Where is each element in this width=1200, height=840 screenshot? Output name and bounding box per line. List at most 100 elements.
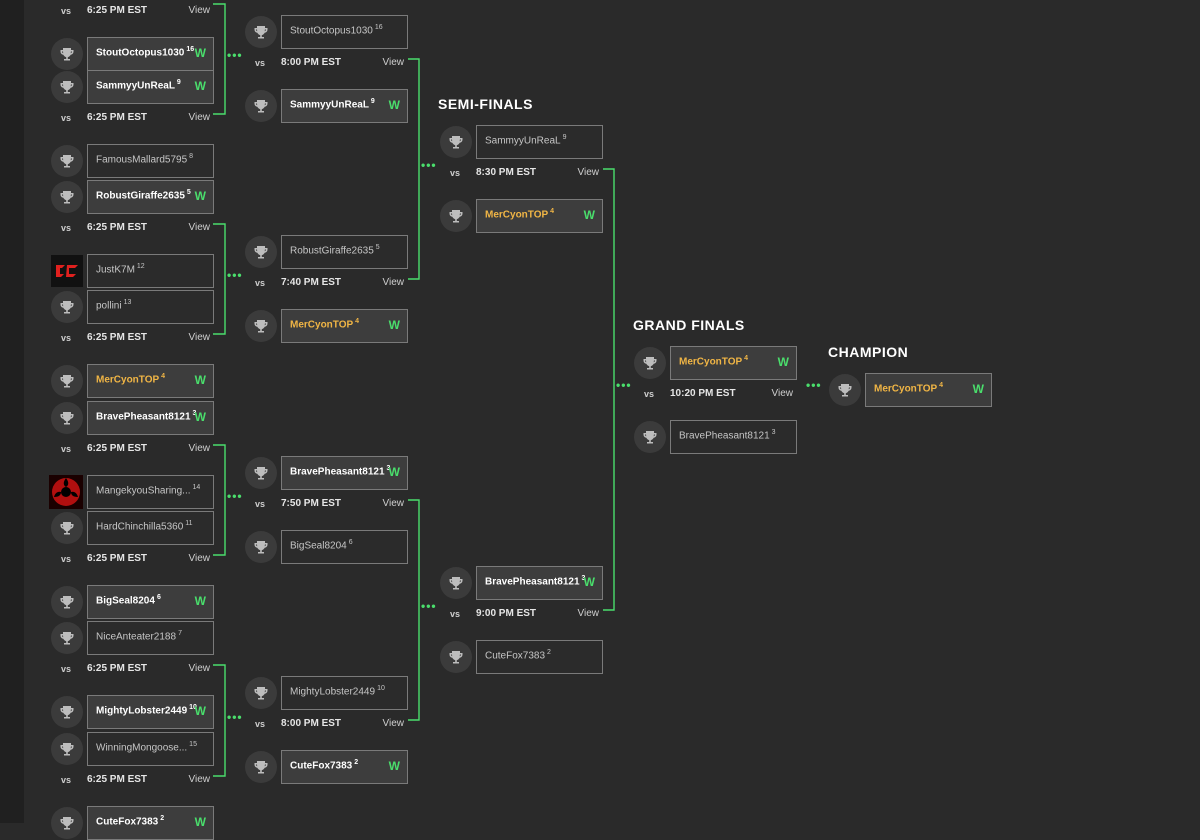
vs-label: vs [450,609,461,619]
player-card[interactable]: MangekyouSharing...14 [87,475,214,509]
win-badge: W [194,815,206,829]
player-name-text: StoutOctopus1030 [96,47,185,59]
win-badge: W [388,759,400,773]
player-name-text: SammyyUnReaL [290,99,369,111]
player-seed: 4 [550,208,555,215]
view-match-link[interactable]: View [188,5,211,16]
player-seed: 2 [547,649,551,656]
trophy-icon [51,71,83,103]
match-slot-top: WinningMongoose...15 [51,732,214,766]
player-name-text: JustK7M [96,264,135,276]
win-badge: W [972,382,984,396]
view-match-link[interactable]: View [382,498,405,509]
match-time: 10:20 PM EST [670,388,736,399]
view-match-link[interactable]: View [577,608,600,619]
win-badge: W [777,355,789,369]
view-match-link[interactable]: View [577,167,600,178]
player-name: MangekyouSharing...14 [96,484,200,496]
view-match-link[interactable]: View [188,332,211,343]
view-match-link[interactable]: View [188,774,211,785]
view-match-link[interactable]: View [188,222,211,233]
player-seed: 4 [355,318,360,325]
player-seed: 2 [160,815,165,822]
view-match-link[interactable]: View [188,443,211,454]
trophy-icon [51,181,83,213]
trophy-icon [245,751,277,783]
player-seed: 9 [562,134,567,141]
player-name-text: MerCyonTOP [485,209,549,221]
view-match-link[interactable]: View [188,663,211,674]
view-match-link[interactable]: View [382,57,405,68]
win-badge: W [388,318,400,332]
match-time: 6:25 PM EST [87,553,148,564]
view-match-link[interactable]: View [382,277,405,288]
win-badge: W [194,410,206,424]
vs-label: vs [61,554,72,564]
view-match-link[interactable]: View [771,388,794,399]
player-card[interactable]: WinningMongoose...15 [87,732,214,766]
player-name-text: CuteFox7383 [485,650,546,662]
vs-label: vs [644,389,655,399]
view-match-link[interactable]: View [382,718,405,729]
player-name-text: HardChinchilla5360 [96,521,184,533]
match-time: 8:00 PM EST [281,718,342,729]
player-name-text: SammyyUnReaL [96,80,175,92]
player-name-text: CuteFox7383 [290,760,353,772]
trophy-icon [440,200,472,232]
trophy-icon [51,365,83,397]
view-match-link[interactable]: View [188,553,211,564]
win-badge: W [194,79,206,93]
view-match-link[interactable]: View [188,112,211,123]
trophy-icon [51,38,83,70]
player-seed: 14 [192,484,201,491]
player-name-text: MightyLobster2449 [290,686,376,698]
